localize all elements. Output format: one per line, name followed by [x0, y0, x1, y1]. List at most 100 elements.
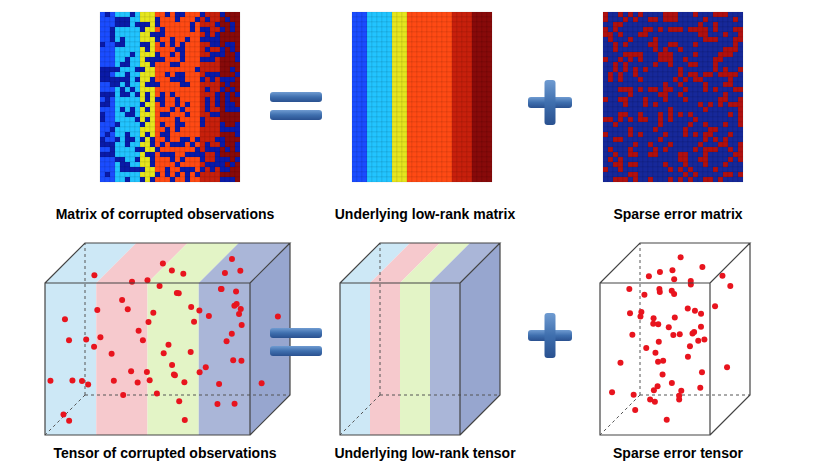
matrix-cell — [487, 12, 492, 17]
matrix-cell — [185, 137, 190, 142]
matrix-cell — [362, 142, 367, 147]
matrix-cell — [210, 142, 215, 147]
matrix-cell — [110, 107, 115, 112]
matrix-cell — [362, 67, 367, 72]
matrix-cell — [482, 142, 487, 147]
matrix-cell — [190, 17, 195, 22]
matrix-cell — [165, 87, 170, 92]
matrix-cell — [200, 67, 205, 72]
matrix-cell — [165, 27, 170, 32]
matrix-cell — [215, 102, 220, 107]
matrix-cell — [362, 117, 367, 122]
matrix-cell — [397, 147, 402, 152]
matrix-cell — [195, 127, 200, 132]
matrix-cell — [230, 57, 235, 62]
matrix-cell — [407, 97, 412, 102]
matrix-cell — [160, 37, 165, 42]
matrix-cell — [487, 42, 492, 47]
matrix-cell — [135, 167, 140, 172]
matrix-cell — [437, 117, 442, 122]
matrix-cell — [422, 77, 427, 82]
matrix-cell — [165, 37, 170, 42]
matrix-cell — [482, 147, 487, 152]
matrix-cell — [105, 157, 110, 162]
matrix-cell — [135, 107, 140, 112]
matrix-cell — [235, 167, 240, 172]
matrix-cell — [367, 152, 372, 157]
matrix-cell — [392, 132, 397, 137]
matrix-cell — [397, 47, 402, 52]
matrix-cell — [367, 162, 372, 167]
matrix-cell — [210, 77, 215, 82]
matrix-cell — [135, 97, 140, 102]
matrix-cell — [175, 62, 180, 67]
matrix-cell — [467, 152, 472, 157]
matrix-cell — [165, 32, 170, 37]
matrix-cell — [230, 52, 235, 57]
matrix-cell — [382, 57, 387, 62]
matrix-cell — [447, 22, 452, 27]
matrix-cell — [412, 127, 417, 132]
matrix-cell — [100, 172, 105, 177]
matrix-cell — [382, 67, 387, 72]
matrix-cell — [165, 152, 170, 157]
matrix-cell — [125, 27, 130, 32]
matrix-cell — [175, 67, 180, 72]
matrix-cell — [367, 97, 372, 102]
matrix-cell — [437, 17, 442, 22]
matrix-cell — [170, 12, 175, 17]
matrix-cell — [482, 27, 487, 32]
matrix-cell — [427, 127, 432, 132]
matrix-cell — [477, 172, 482, 177]
matrix-cell — [442, 132, 447, 137]
matrix-cell — [150, 12, 155, 17]
matrix-cell — [195, 107, 200, 112]
matrix-cell — [115, 92, 120, 97]
matrix-cell — [125, 147, 130, 152]
matrix-cell — [482, 177, 487, 182]
matrix-cell — [115, 137, 120, 142]
matrix-cell — [372, 57, 377, 62]
matrix-cell — [100, 112, 105, 117]
matrix-cell — [215, 157, 220, 162]
matrix-cell — [362, 82, 367, 87]
matrix-cell — [150, 172, 155, 177]
matrix-cell — [357, 27, 362, 32]
matrix-cell — [362, 152, 367, 157]
matrix-cell — [482, 82, 487, 87]
matrix-cell — [367, 177, 372, 182]
matrix-cell — [175, 57, 180, 62]
matrix-cell — [205, 117, 210, 122]
matrix-cell — [110, 47, 115, 52]
matrix-cell — [160, 117, 165, 122]
matrix-cell — [487, 22, 492, 27]
matrix-cell — [367, 157, 372, 162]
matrix-cell — [422, 132, 427, 137]
matrix-cell — [190, 112, 195, 117]
matrix-cell — [437, 147, 442, 152]
matrix-cell — [372, 67, 377, 72]
matrix-cell — [110, 62, 115, 67]
matrix-cell — [235, 22, 240, 27]
matrix-cell — [412, 12, 417, 17]
matrix-cell — [235, 152, 240, 157]
matrix-cell — [145, 12, 150, 17]
matrix-cell — [663, 22, 668, 27]
matrix-cell — [230, 27, 235, 32]
matrix-cell — [155, 102, 160, 107]
matrix-cell — [105, 97, 110, 102]
matrix-cell — [155, 82, 160, 87]
matrix-cell — [210, 132, 215, 137]
matrix-cell — [175, 37, 180, 42]
matrix-cell — [467, 57, 472, 62]
matrix-cell — [457, 152, 462, 157]
matrix-cell — [230, 12, 235, 17]
matrix-cell — [185, 47, 190, 52]
matrix-cell — [210, 107, 215, 112]
matrix-cell — [150, 37, 155, 42]
matrix-cell — [180, 42, 185, 47]
matrix-cell — [447, 117, 452, 122]
matrix-cell — [462, 67, 467, 72]
matrix-cell — [150, 52, 155, 57]
matrix-cell — [472, 177, 477, 182]
